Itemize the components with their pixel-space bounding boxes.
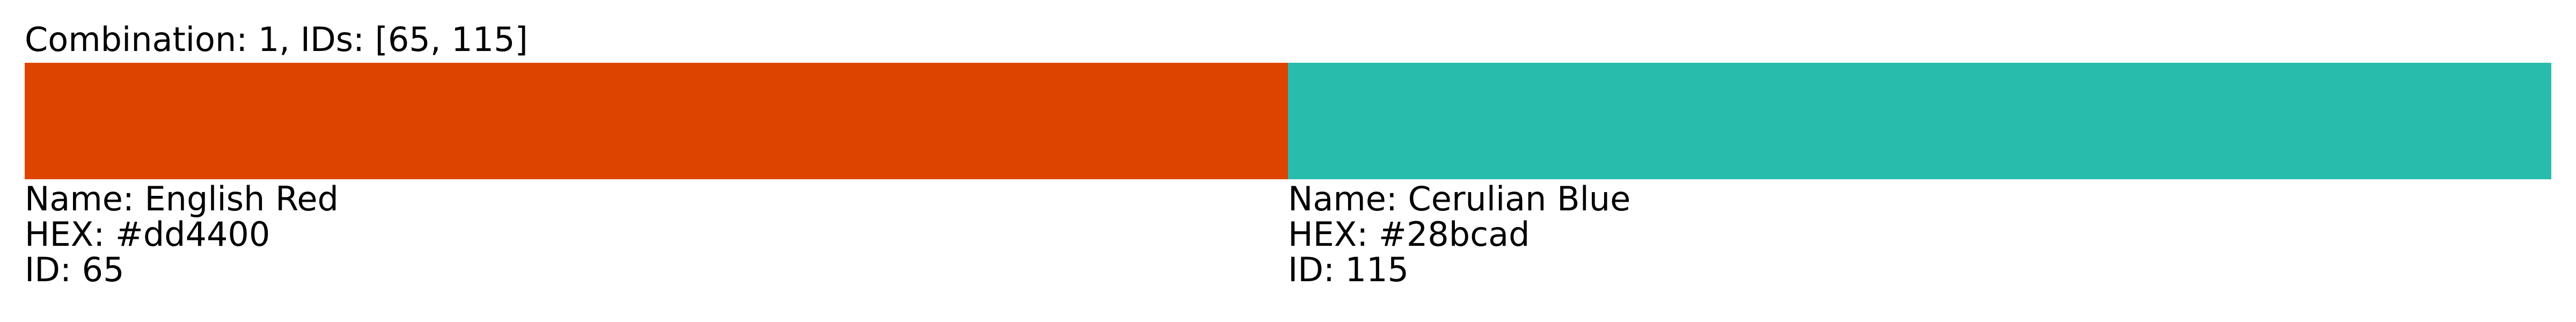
color-hex: HEX: #28bcad (1288, 215, 1530, 254)
color-id: ID: 115 (1288, 250, 1409, 289)
color-labels: Name: English Red HEX: #dd4400 ID: 65 Na… (25, 181, 2551, 288)
color-swatch-english-red (25, 63, 1288, 179)
color-name: Name: English Red (25, 179, 339, 218)
color-label-english-red: Name: English Red HEX: #dd4400 ID: 65 (25, 181, 1288, 288)
swatch-strip (25, 63, 2551, 179)
combination-title: Combination: 1, IDs: [65, 115] (25, 20, 528, 59)
color-name: Name: Cerulian Blue (1288, 179, 1631, 218)
color-label-cerulian-blue: Name: Cerulian Blue HEX: #28bcad ID: 115 (1288, 181, 2551, 288)
color-hex: HEX: #dd4400 (25, 215, 270, 254)
color-id: ID: 65 (25, 250, 125, 289)
color-swatch-cerulian-blue (1288, 63, 2551, 179)
